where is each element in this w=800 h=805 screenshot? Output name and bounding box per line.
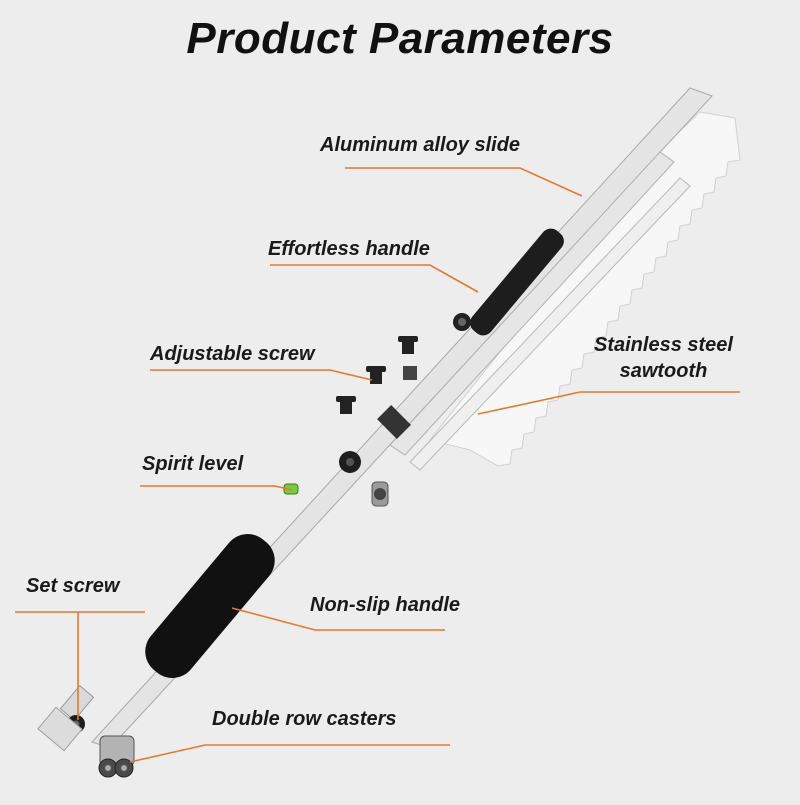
label-sawtooth-line2: sawtooth: [619, 360, 708, 382]
label-adjustable-screw: Adjustable screw: [150, 343, 315, 365]
inner-rail: [389, 151, 675, 456]
leader-effortless-handle: [270, 264, 479, 293]
adjustable-screws: [336, 336, 418, 439]
leader-spirit-level: [140, 485, 293, 491]
guide-wheel: [371, 481, 389, 507]
double-row-casters: [98, 735, 135, 778]
leader-nonslip-handle: [231, 607, 445, 631]
label-aluminum-alloy-slide: Aluminum alloy slide: [320, 134, 521, 156]
leader-adjustable-screw: [150, 369, 373, 381]
label-non-slip-handle: Non-slip handle: [310, 594, 460, 616]
inner-rail-2: [409, 177, 691, 471]
leader-sawtooth: [477, 391, 740, 415]
effortless-handle-grip: [453, 228, 564, 336]
label-set-screw: Set screw: [26, 575, 120, 597]
leader-casters: [129, 744, 450, 763]
label-effortless-handle: Effortless handle: [268, 238, 430, 260]
leader-lines: [15, 167, 740, 763]
label-stainless-steel-sawtooth: Stainless steel sawtooth: [594, 332, 733, 384]
page-title: Product Parameters: [186, 14, 614, 63]
set-screw-knob: [37, 685, 95, 752]
label-spirit-level: Spirit level: [142, 453, 244, 475]
leader-aluminum-slide: [345, 167, 583, 197]
lock-knob: [339, 451, 361, 473]
non-slip-handle-grip: [145, 533, 275, 679]
label-double-row-casters: Double row casters: [212, 708, 397, 730]
label-sawtooth-line1: Stainless steel: [594, 334, 733, 356]
